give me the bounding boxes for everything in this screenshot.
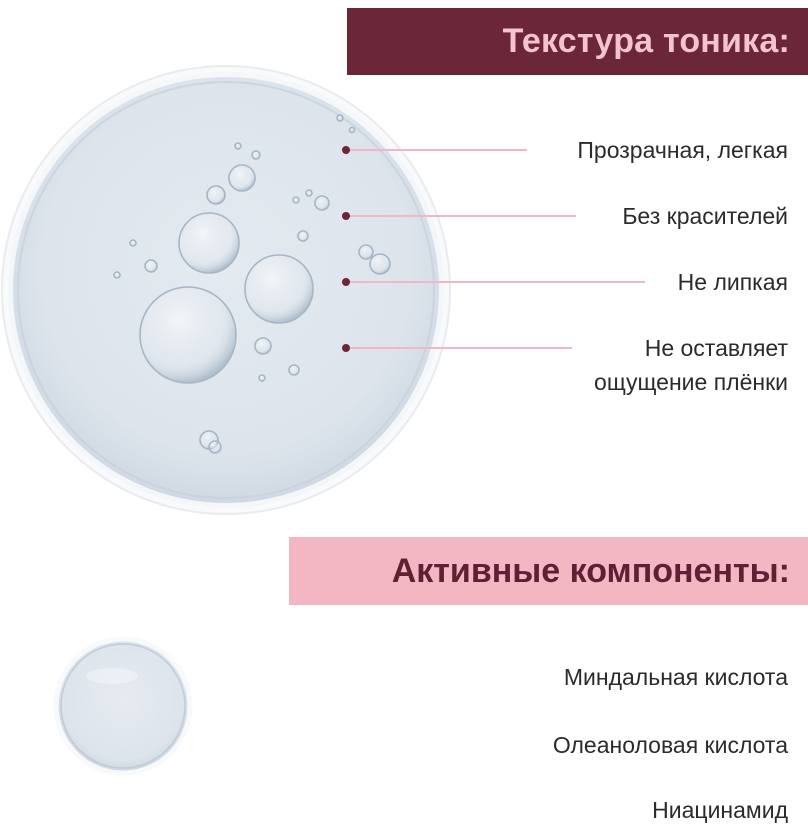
component-mandelic-acid: Миндальная кислота (563, 664, 788, 690)
components-section-header: Активные компоненты: (289, 537, 808, 605)
bubbles (113, 114, 391, 454)
gel-drop-large (1, 65, 451, 515)
component-oleanolic-acid: Олеаноловая кислота (552, 732, 788, 758)
feature-no-dyes: Без красителей (622, 203, 788, 229)
feature-not-sticky: Не липкая (677, 269, 788, 295)
feature-no-film-line2: ощущение плёнки (594, 369, 788, 395)
components-section-title: Активные компоненты: (391, 551, 790, 590)
component-niacinamide: Ниацинамид (652, 797, 788, 823)
gel-drop-small (53, 636, 193, 776)
callout-lines (346, 149, 645, 349)
texture-section-title: Текстура тоника: (502, 22, 790, 60)
feature-no-film-line1: Не оставляет (644, 335, 788, 361)
texture-section-header: Текстура тоника: (347, 8, 808, 75)
feature-transparent-light: Прозрачная, легкая (577, 137, 788, 163)
callout-dots (342, 146, 350, 352)
